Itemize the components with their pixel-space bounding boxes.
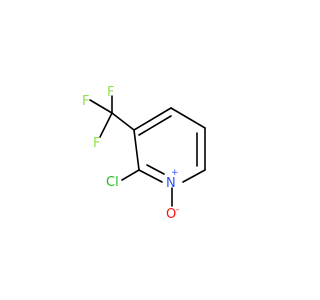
fluorine-atom-label: F bbox=[93, 136, 100, 151]
bond-c2-cl bbox=[121, 169, 140, 181]
fluorine-atom-label: F bbox=[107, 85, 114, 100]
bond-c4-c5 bbox=[170, 107, 206, 129]
positive-charge: + bbox=[171, 168, 179, 178]
chlorine-atom-label: Cl bbox=[106, 175, 119, 190]
bond-c3-cf3 bbox=[111, 112, 135, 131]
bond-c-f1 bbox=[89, 99, 113, 114]
bond-c3-c4-inner bbox=[138, 115, 172, 136]
bond-c3-c4 bbox=[133, 107, 172, 131]
bond-c2-c3 bbox=[133, 129, 140, 171]
bond-c-f3 bbox=[99, 112, 113, 138]
bond-n-c2-inner bbox=[146, 164, 165, 175]
bond-c6-n bbox=[182, 169, 206, 183]
fluorine-atom-label: F bbox=[82, 94, 89, 109]
nitrogen-atom-label: N bbox=[166, 176, 176, 191]
oxygen-atom-label: O bbox=[166, 207, 176, 222]
bonds bbox=[89, 95, 206, 207]
structure-canvas: F F F Cl N + O - bbox=[82, 85, 206, 222]
bond-n-c2 bbox=[138, 169, 163, 183]
negative-charge: - bbox=[176, 205, 179, 215]
molecule-structure: F F F Cl N + O - bbox=[82, 85, 206, 222]
